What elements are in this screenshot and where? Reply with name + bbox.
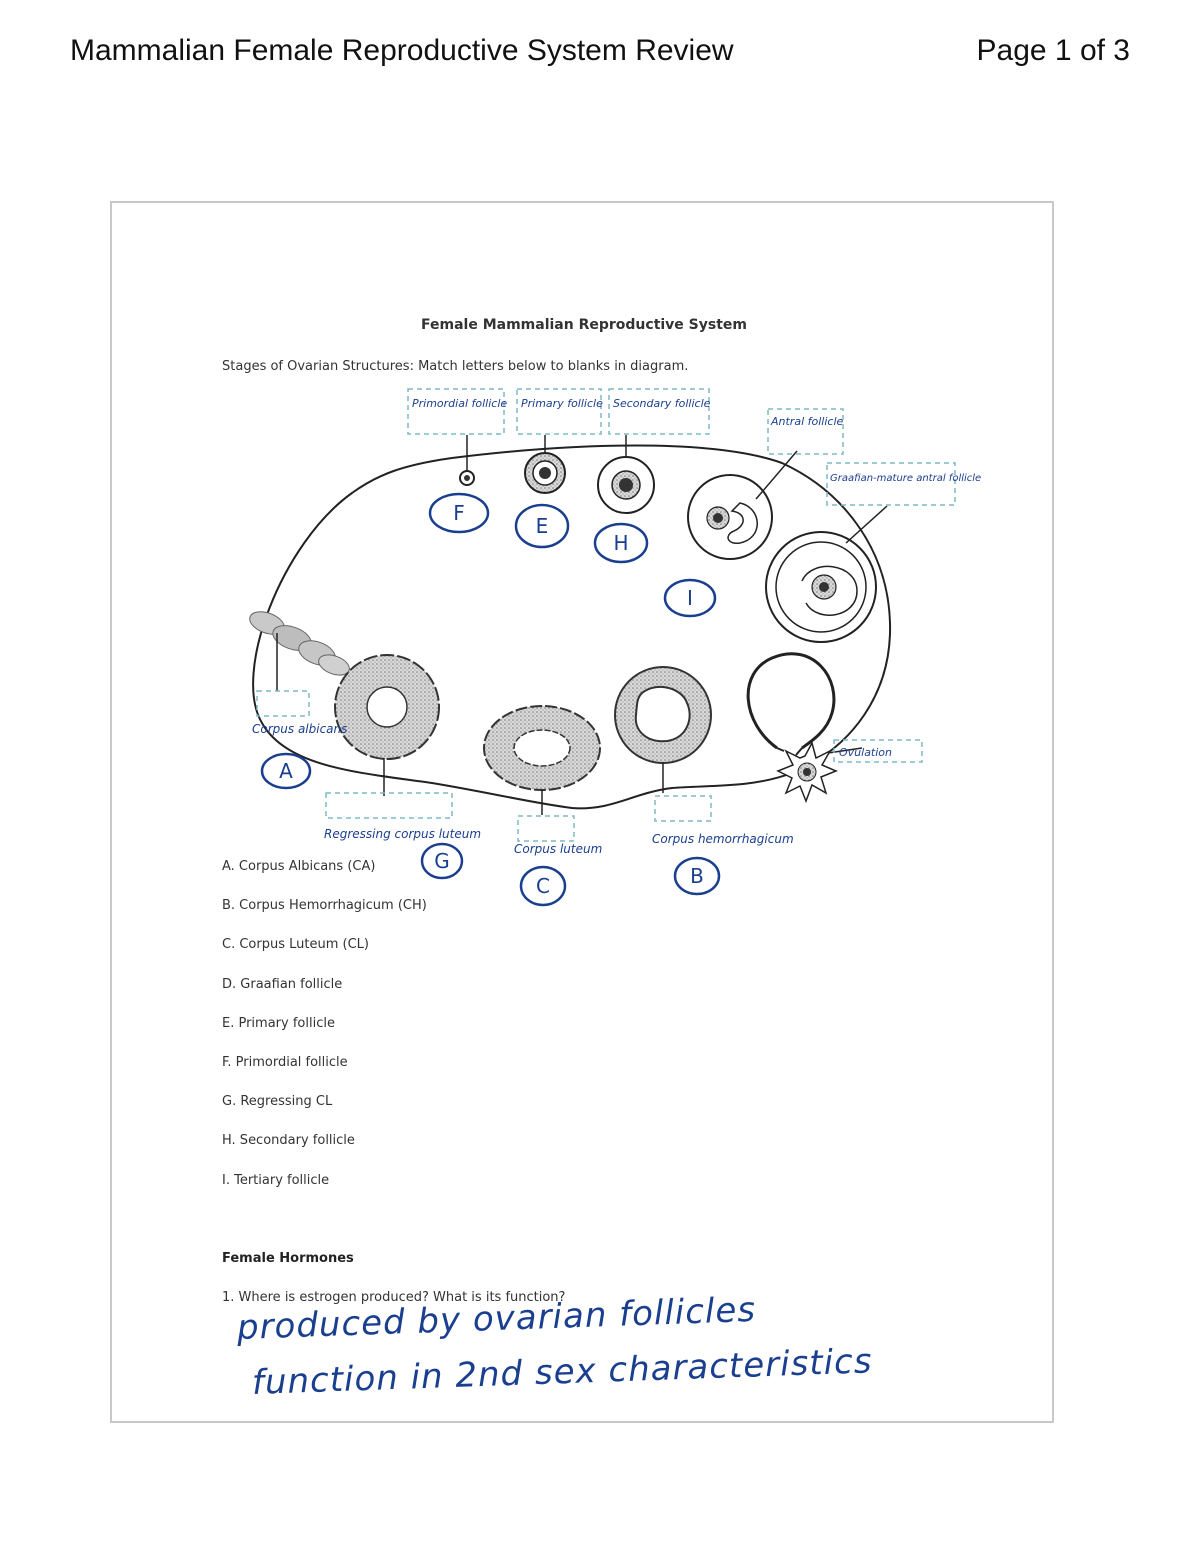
corpus-hemorrhagicum <box>614 666 712 793</box>
worksheet-instructions: Stages of Ovarian Structures: Match lett… <box>222 359 689 374</box>
label-box-corpus-luteum <box>517 815 575 842</box>
legend-item: E. Primary follicle <box>222 1015 335 1031</box>
letter-C: C <box>536 874 550 898</box>
page-number: Page 1 of 3 <box>976 34 1130 67</box>
handwritten-answer-line-2: function in 2nd sex characteristics <box>251 1341 874 1403</box>
label-box-ovulation <box>833 739 923 763</box>
female-hormones-heading: Female Hormones <box>222 1251 354 1266</box>
hw-label-antral: Antral follicle <box>770 415 844 428</box>
legend-item: A. Corpus Albicans (CA) <box>222 859 376 874</box>
circle-H <box>593 522 649 564</box>
letter-F: F <box>453 501 465 525</box>
circle-B <box>673 856 721 896</box>
ovary-diagram: Primordial follicle Primary follicle Sec… <box>249 388 981 907</box>
legend-item: I. Tertiary follicle <box>222 1172 330 1188</box>
circle-I <box>663 578 717 618</box>
label-box-graafian <box>826 462 956 506</box>
circle-C <box>519 865 567 907</box>
structure-legend: A. Corpus Albicans (CA) B. Corpus Hemorr… <box>222 859 427 1212</box>
label-box-corpus-albicans <box>256 690 310 717</box>
legend-item: G. Regressing CL <box>222 1094 333 1110</box>
letter-B: B <box>690 864 704 888</box>
regressing-corpus-luteum <box>334 654 440 796</box>
legend-item: D. Graafian follicle <box>222 976 343 992</box>
legend-item: F. Primordial follicle <box>222 1054 348 1070</box>
primordial-follicle <box>459 435 475 486</box>
hw-label-primary: Primary follicle <box>521 397 603 410</box>
corpus-luteum <box>483 705 601 815</box>
label-box-regressing <box>325 792 453 819</box>
letter-I: I <box>687 586 693 610</box>
secondary-follicle <box>597 435 655 514</box>
legend-item: C. Corpus Luteum (CL) <box>222 937 369 953</box>
worksheet-title: Female Mammalian Reproductive System <box>421 317 747 333</box>
letter-H: H <box>613 531 628 555</box>
letter-G: G <box>434 849 450 873</box>
legend-item: B. Corpus Hemorrhagicum (CH) <box>222 898 427 914</box>
circle-G <box>420 842 464 880</box>
label-box-hemorrhagicum <box>654 795 712 822</box>
legend-item: H. Secondary follicle <box>222 1133 355 1149</box>
hw-label-secondary: Secondary follicle <box>613 397 711 410</box>
graafian-follicle <box>765 505 888 643</box>
hw-label-corpus-albicans: Corpus albicans <box>252 722 347 736</box>
ovary-outline <box>252 444 892 810</box>
hw-label-corpus-luteum: Corpus luteum <box>514 842 602 856</box>
hw-label-hemorrhagicum: Corpus hemorrhagicum <box>652 832 794 846</box>
hw-label-primordial: Primordial follicle <box>412 397 507 410</box>
primary-follicle <box>524 435 566 494</box>
question-1: 1. Where is estrogen produced? What is i… <box>222 1290 566 1305</box>
scanned-worksheet: Female Mammalian Reproductive System Sta… <box>110 201 1054 1423</box>
page-header-title: Mammalian Female Reproductive System Rev… <box>70 34 734 67</box>
ovulation-structure <box>746 652 863 804</box>
letter-A: A <box>279 759 293 783</box>
label-box-secondary <box>608 388 710 435</box>
corpus-albicans <box>249 611 350 691</box>
circle-F <box>428 492 490 534</box>
hw-label-ovulation: Ovulation <box>839 746 892 759</box>
hw-label-graafian: Graafian-mature antral follicle <box>830 473 981 484</box>
label-box-primordial <box>407 388 505 435</box>
letter-E: E <box>536 514 549 538</box>
hw-label-regressing: Regressing corpus luteum <box>324 827 481 841</box>
antral-follicle <box>687 450 798 560</box>
circle-A <box>260 752 312 790</box>
label-box-antral <box>767 408 844 455</box>
label-box-primary <box>516 388 602 435</box>
circle-E <box>514 503 570 549</box>
